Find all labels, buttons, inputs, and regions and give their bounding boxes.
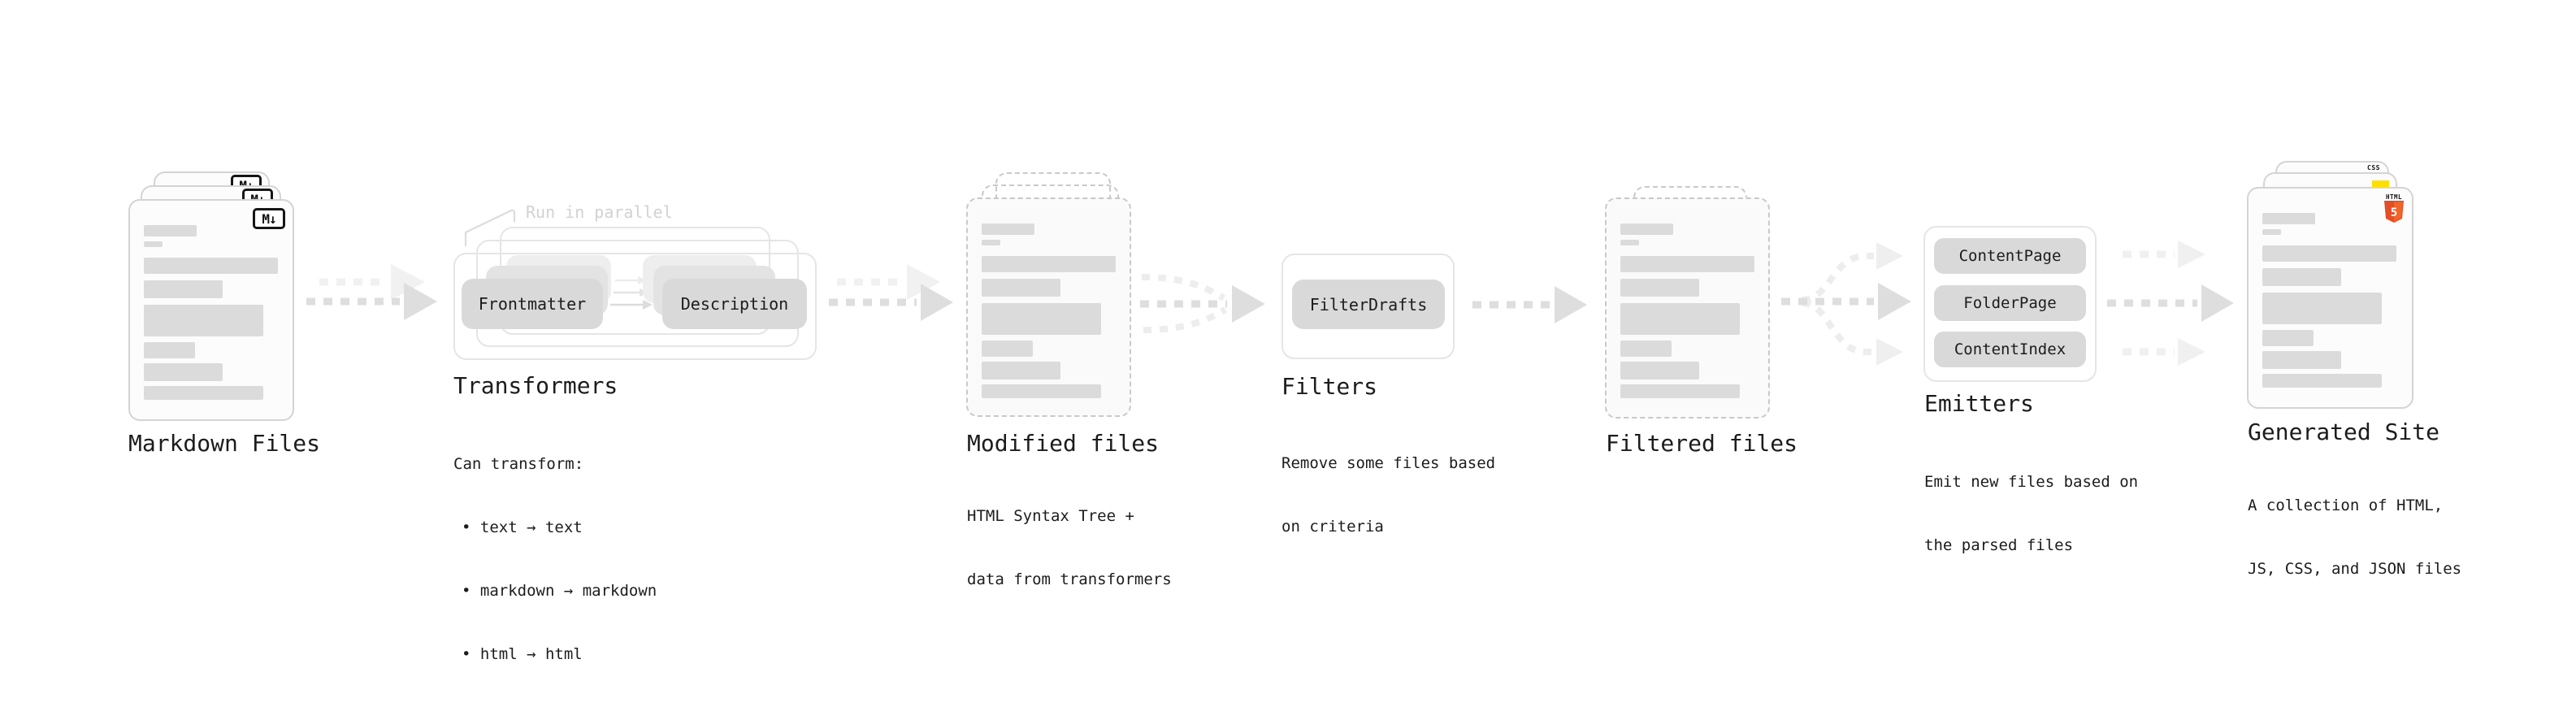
stage-description: HTML Syntax Tree + data from transformer…	[967, 463, 1172, 632]
text-line-placeholder	[2262, 213, 2315, 224]
text-line-placeholder	[1620, 240, 1639, 245]
text-line-placeholder	[144, 280, 223, 298]
description-line: Can transform:	[453, 455, 584, 473]
text-line-placeholder	[982, 340, 1033, 357]
run-in-parallel-annotation: Run in parallel	[526, 202, 673, 222]
text-line-placeholder	[2262, 351, 2341, 369]
text-line-placeholder	[2262, 374, 2382, 388]
text-line-placeholder	[144, 363, 223, 381]
pipeline-diagram: M↓ M↓ M↓ Markdown Files Frontmatter Desc…	[128, 161, 2462, 663]
description-line: Remove some files based	[1281, 454, 1496, 472]
html5-shield: 5	[2384, 201, 2404, 223]
text-line-placeholder	[1620, 384, 1740, 398]
text-line-placeholder	[144, 386, 263, 400]
emitter-contentindex-node: ContentIndex	[1934, 332, 2086, 367]
stage-description: Can transform: • text → text • markdown …	[453, 411, 657, 707]
description-line: data from transformers	[967, 570, 1172, 588]
flow-arrow-markdown-to-transformers	[306, 264, 437, 320]
description-line: HTML Syntax Tree +	[967, 507, 1134, 525]
description-line: the parsed files	[1924, 536, 2074, 554]
description-line: JS, CSS, and JSON files	[2248, 560, 2462, 578]
transformer-description-node: Description	[662, 279, 807, 329]
stage-label: Emitters	[1924, 390, 2034, 417]
flow-arrow-modified-to-filters	[1140, 274, 1265, 333]
emitter-folderpage-node: FolderPage	[1934, 285, 2086, 321]
text-line-placeholder	[1620, 256, 1754, 272]
document-card: HTML 5	[2247, 187, 2413, 409]
js-icon	[2372, 180, 2389, 189]
stage-label: Modified files	[967, 430, 1160, 457]
text-line-placeholder	[2262, 293, 2382, 324]
text-line-placeholder	[2262, 229, 2281, 235]
markdown-icon: M↓	[253, 208, 285, 229]
text-line-placeholder	[1620, 279, 1699, 297]
text-line-placeholder	[982, 240, 1000, 245]
description-line: on criteria	[1281, 518, 1384, 536]
text-line-placeholder	[2262, 268, 2341, 286]
stage-label: Markdown Files	[128, 430, 321, 457]
stage-label: Generated Site	[2248, 419, 2440, 445]
text-line-placeholder	[144, 258, 278, 274]
description-line: A collection of HTML,	[2248, 497, 2444, 514]
bullet-item: • text → text	[462, 518, 583, 536]
stage-description: Remove some files based on criteria	[1281, 410, 1495, 579]
stage-label: Filters	[1281, 373, 1378, 400]
text-line-placeholder	[1620, 303, 1740, 335]
text-line-placeholder	[144, 241, 163, 247]
document-card: M↓	[128, 199, 294, 421]
flow-arrow-emitters-to-generated	[2107, 241, 2234, 366]
flow-arrow-transformers-to-modified	[829, 264, 953, 321]
bullet-item: • markdown → markdown	[462, 582, 657, 600]
emitter-contentpage-node: ContentPage	[1934, 238, 2086, 274]
document-card	[966, 197, 1131, 417]
text-line-placeholder	[144, 305, 263, 336]
text-line-placeholder	[144, 225, 197, 236]
stage-description: A collection of HTML, JS, CSS, and JSON …	[2248, 453, 2461, 622]
html5-icon: HTML 5	[2383, 193, 2405, 223]
css-icon-label: CSS	[2367, 164, 2380, 171]
svg-text:5: 5	[2391, 206, 2397, 219]
stage-description: Emit new files based on the parsed files	[1924, 429, 2138, 598]
text-line-placeholder	[1620, 362, 1699, 380]
text-line-placeholder	[1620, 340, 1672, 357]
text-line-placeholder	[144, 342, 195, 358]
transformer-frontmatter-node: Frontmatter	[462, 279, 603, 329]
stage-label: Transformers	[453, 372, 618, 399]
text-line-placeholder	[2262, 245, 2396, 262]
transformers-group-box	[453, 253, 817, 360]
text-line-placeholder	[982, 223, 1034, 235]
stage-label: Filtered files	[1606, 430, 1798, 457]
text-line-placeholder	[2262, 330, 2314, 346]
description-line: Emit new files based on	[1924, 473, 2139, 491]
bullet-item: • html → html	[462, 645, 583, 663]
flow-arrow-filtered-to-emitters	[1781, 242, 1911, 366]
filter-filterdrafts-node: FilterDrafts	[1292, 280, 1445, 329]
text-line-placeholder	[982, 256, 1116, 272]
text-line-placeholder	[982, 279, 1060, 297]
html5-icon-label: HTML	[2385, 193, 2403, 201]
text-line-placeholder	[1620, 223, 1673, 235]
flow-arrow-filters-to-filtered	[1472, 286, 1587, 323]
text-line-placeholder	[982, 303, 1101, 335]
text-line-placeholder	[982, 384, 1101, 398]
document-card	[1605, 197, 1770, 419]
text-line-placeholder	[982, 362, 1060, 380]
